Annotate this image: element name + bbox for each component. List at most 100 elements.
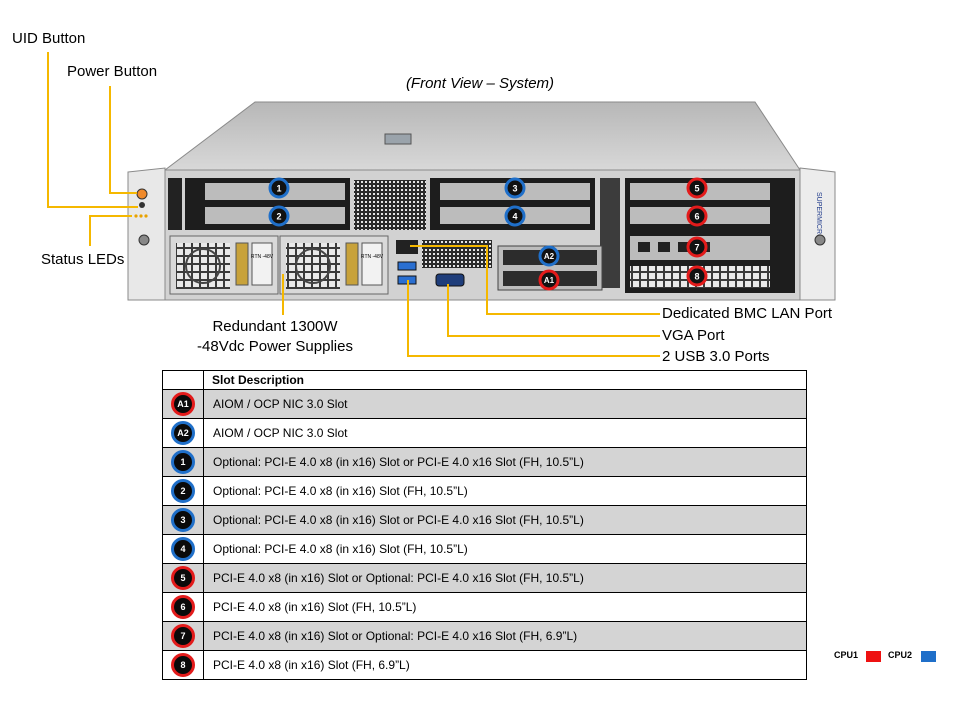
svg-text:2: 2: [276, 212, 281, 222]
slot-badge-7: 7: [171, 624, 195, 648]
status-led-icon: [144, 214, 148, 218]
table-row: 4 Optional: PCI-E 4.0 x8 (in x16) Slot (…: [162, 534, 807, 564]
figure-caption: (Front View – System): [405, 75, 555, 92]
svg-text:6: 6: [694, 212, 699, 222]
psu-label-line2: -48Vdc Power Supplies: [197, 338, 353, 355]
ear-screw-icon: [814, 234, 826, 246]
uid-button-icon[interactable]: [139, 202, 145, 208]
slot-desc: Optional: PCI-E 4.0 x8 (in x16) Slot (FH…: [203, 534, 807, 564]
slot-badge-1: 1: [171, 450, 195, 474]
top-latch: [384, 133, 412, 145]
chassis-badge-2: 2: [268, 205, 290, 227]
vga-port-icon[interactable]: [435, 273, 465, 287]
slot-badge-6: 6: [171, 595, 195, 619]
slot-desc: PCI-E 4.0 x8 (in x16) Slot (FH, 6.9”L): [203, 650, 807, 680]
legend-cpu1-label: CPU1: [834, 650, 859, 660]
chassis-badge-3: 3: [504, 177, 526, 199]
bmc-lan-port[interactable]: [396, 240, 418, 254]
slot-desc: Optional: PCI-E 4.0 x8 (in x16) Slot or …: [203, 505, 807, 535]
power-button-icon[interactable]: [136, 188, 148, 200]
psu-label-plate-2: [361, 242, 383, 286]
status-led-icon: [134, 214, 138, 218]
chassis-badge-7: 7: [686, 236, 708, 258]
ear-screw-icon: [138, 234, 150, 246]
slot-desc: PCI-E 4.0 x8 (in x16) Slot or Optional: …: [203, 563, 807, 593]
svg-text:1: 1: [276, 184, 281, 194]
slot-badge-4: 4: [171, 537, 195, 561]
slot-badge-a1: A1: [171, 392, 195, 416]
chassis-badge-8: 8: [686, 265, 708, 287]
psu-plate-text-2: RTN -48V: [361, 254, 384, 260]
table-row: 7 PCI-E 4.0 x8 (in x16) Slot or Optional…: [162, 621, 807, 651]
status-led-icon: [139, 214, 143, 218]
rj45-port-icon: [678, 242, 690, 252]
slot-badge-3: 3: [171, 508, 195, 532]
chassis-badge-4: 4: [504, 205, 526, 227]
bmc-lan-label: Dedicated BMC LAN Port: [662, 305, 833, 322]
slot-badge-5: 5: [171, 566, 195, 590]
psu-label-line1: Redundant 1300W: [212, 318, 338, 335]
leader-vga: [447, 284, 660, 337]
status-leds-label: Status LEDs: [41, 251, 125, 268]
psu-fan-icon: [295, 248, 331, 284]
rj45-port-icon: [638, 242, 650, 252]
leader-bmc: [410, 245, 660, 315]
table-row: 1 Optional: PCI-E 4.0 x8 (in x16) Slot o…: [162, 447, 807, 477]
slot-desc: AIOM / OCP NIC 3.0 Slot: [203, 389, 807, 419]
io-vent: [422, 240, 492, 268]
svg-text:4: 4: [512, 212, 517, 222]
chassis-badge-a1: A1: [538, 269, 560, 291]
leader-usb: [407, 280, 660, 357]
usb-ports-label: 2 USB 3.0 Ports: [662, 348, 770, 365]
slot-desc: PCI-E 4.0 x8 (in x16) Slot or Optional: …: [203, 621, 807, 651]
slot-badge-8: 8: [171, 653, 195, 677]
slot-desc: Optional: PCI-E 4.0 x8 (in x16) Slot (FH…: [203, 476, 807, 506]
power-button-label: Power Button: [67, 63, 158, 80]
svg-text:A2: A2: [544, 252, 555, 261]
right-divider-vent: [600, 178, 620, 288]
leader-power: [109, 86, 137, 194]
table-row: A1 AIOM / OCP NIC 3.0 Slot: [162, 389, 807, 419]
leader-lines: [47, 52, 660, 357]
slot-description-table: Slot Description A1 AIOM / OCP NIC 3.0 S…: [162, 370, 807, 680]
right-rack-ear: [799, 167, 836, 301]
leader-uid: [47, 52, 138, 208]
slot-desc: PCI-E 4.0 x8 (in x16) Slot (FH, 10.5”L): [203, 592, 807, 622]
table-row: 3 Optional: PCI-E 4.0 x8 (in x16) Slot o…: [162, 505, 807, 535]
svg-text:8: 8: [694, 272, 699, 282]
chassis-badge-6: 6: [686, 205, 708, 227]
psu-label: Redundant 1300W -48Vdc Power Supplies: [160, 317, 390, 357]
table-row: 6 PCI-E 4.0 x8 (in x16) Slot (FH, 10.5”L…: [162, 592, 807, 622]
legend-cpu1-swatch: [866, 651, 881, 662]
uid-button-label: UID Button: [12, 30, 86, 47]
legend-cpu2-swatch: [921, 651, 936, 662]
legend-cpu2-label: CPU2: [888, 650, 913, 660]
table-row: A2 AIOM / OCP NIC 3.0 Slot: [162, 418, 807, 448]
psu-label-plate-1: [251, 242, 273, 286]
svg-text:7: 7: [694, 243, 699, 253]
chassis-badge-5: 5: [686, 177, 708, 199]
leader-status-leds: [89, 215, 132, 246]
slot-desc: Optional: PCI-E 4.0 x8 (in x16) Slot or …: [203, 447, 807, 477]
psu-plate-text-1: RTN -48V: [251, 254, 274, 260]
chassis-top: [163, 101, 801, 171]
table-header-label: Slot Description: [203, 370, 807, 390]
server-front-view: SUPERMICRO RTN -48V RTN -48V 1 2 3 4 5: [47, 52, 836, 357]
chassis-badge-1: 1: [268, 177, 290, 199]
psu-terminal-2: [345, 242, 359, 286]
chassis-badge-a2: A2: [538, 245, 560, 267]
table-row: 8 PCI-E 4.0 x8 (in x16) Slot (FH, 6.9”L): [162, 650, 807, 680]
left-vent: [168, 178, 182, 230]
slot-badge-a2: A2: [171, 421, 195, 445]
center-vent: [354, 180, 426, 230]
table-header-row: Slot Description: [162, 370, 807, 390]
left-rack-ear: [127, 167, 166, 301]
svg-text:3: 3: [512, 184, 517, 194]
usb-port-icon[interactable]: [397, 261, 417, 271]
rj45-port-icon: [658, 242, 670, 252]
psu-fan-icon: [185, 248, 221, 284]
slot-desc: AIOM / OCP NIC 3.0 Slot: [203, 418, 807, 448]
slot-badge-2: 2: [171, 479, 195, 503]
table-row: 2 Optional: PCI-E 4.0 x8 (in x16) Slot (…: [162, 476, 807, 506]
vga-port-label: VGA Port: [662, 327, 725, 344]
